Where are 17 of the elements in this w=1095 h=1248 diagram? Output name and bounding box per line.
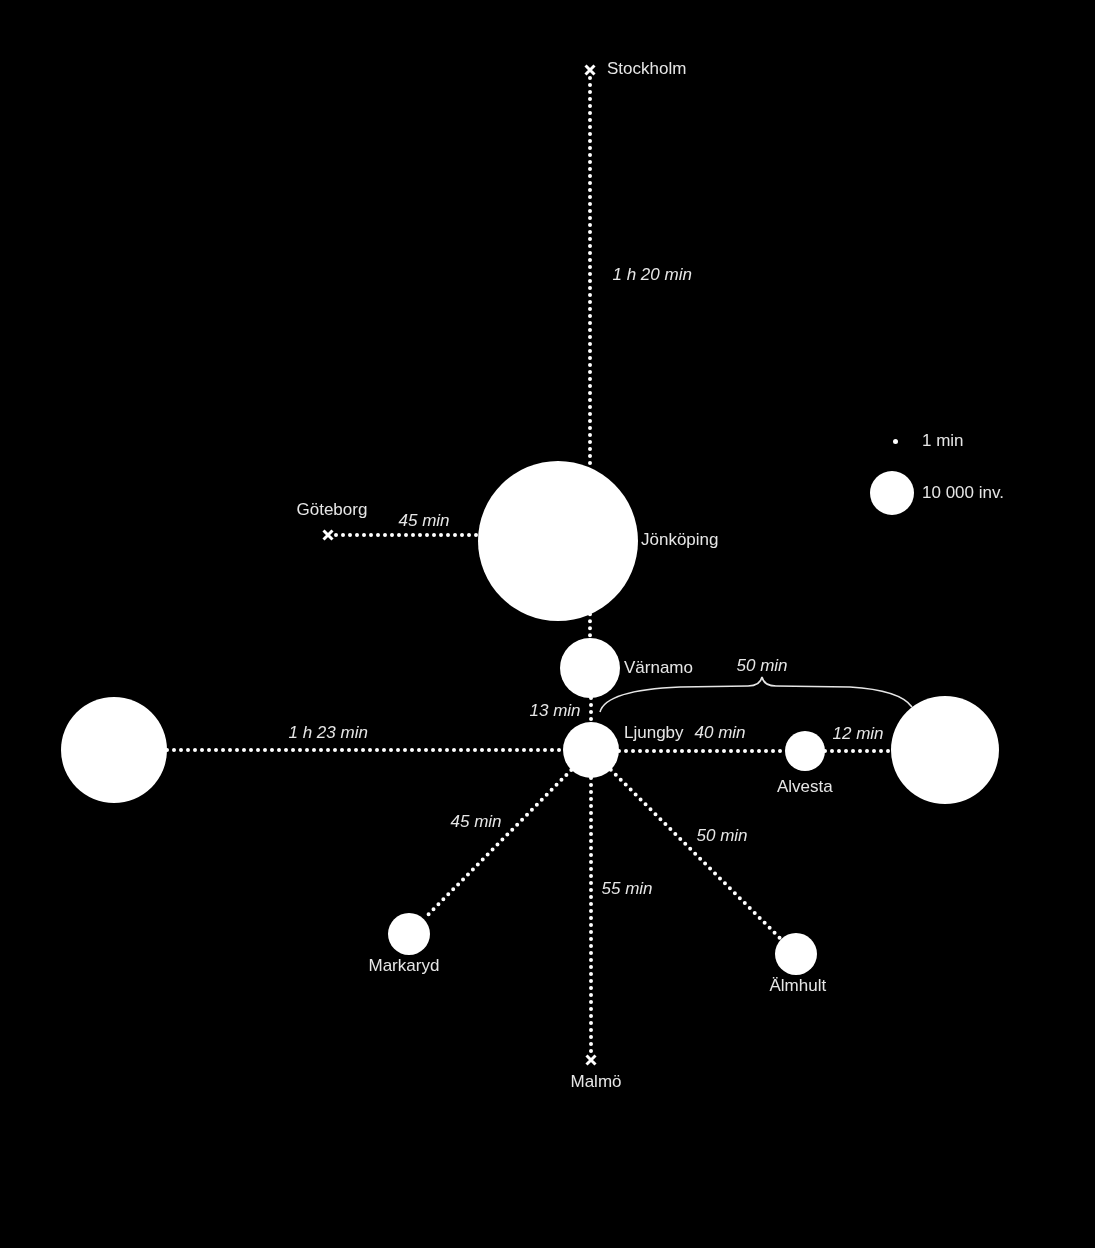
town-label: Göteborg xyxy=(296,500,368,520)
dotted-connector xyxy=(589,696,593,724)
dotted-connector xyxy=(608,767,784,942)
town-label: Älmhult xyxy=(769,976,827,996)
town-label: Markaryd xyxy=(368,956,440,976)
legend-label: 10 000 inv. xyxy=(922,483,1004,503)
dotted-connector xyxy=(588,612,592,640)
town-label: Stockholm xyxy=(607,59,687,79)
town-label: Malmö xyxy=(570,1072,622,1092)
legend-label: 1 min xyxy=(922,431,964,451)
bracket-label: 50 min xyxy=(736,656,788,676)
dotted-connector xyxy=(589,776,593,1054)
town-label: Värnamo xyxy=(624,658,693,678)
dotted-connector xyxy=(823,749,893,753)
town-label: Ljungby xyxy=(624,723,684,743)
town-label: Alvesta xyxy=(777,777,833,797)
town-label: Jönköping xyxy=(641,530,719,550)
